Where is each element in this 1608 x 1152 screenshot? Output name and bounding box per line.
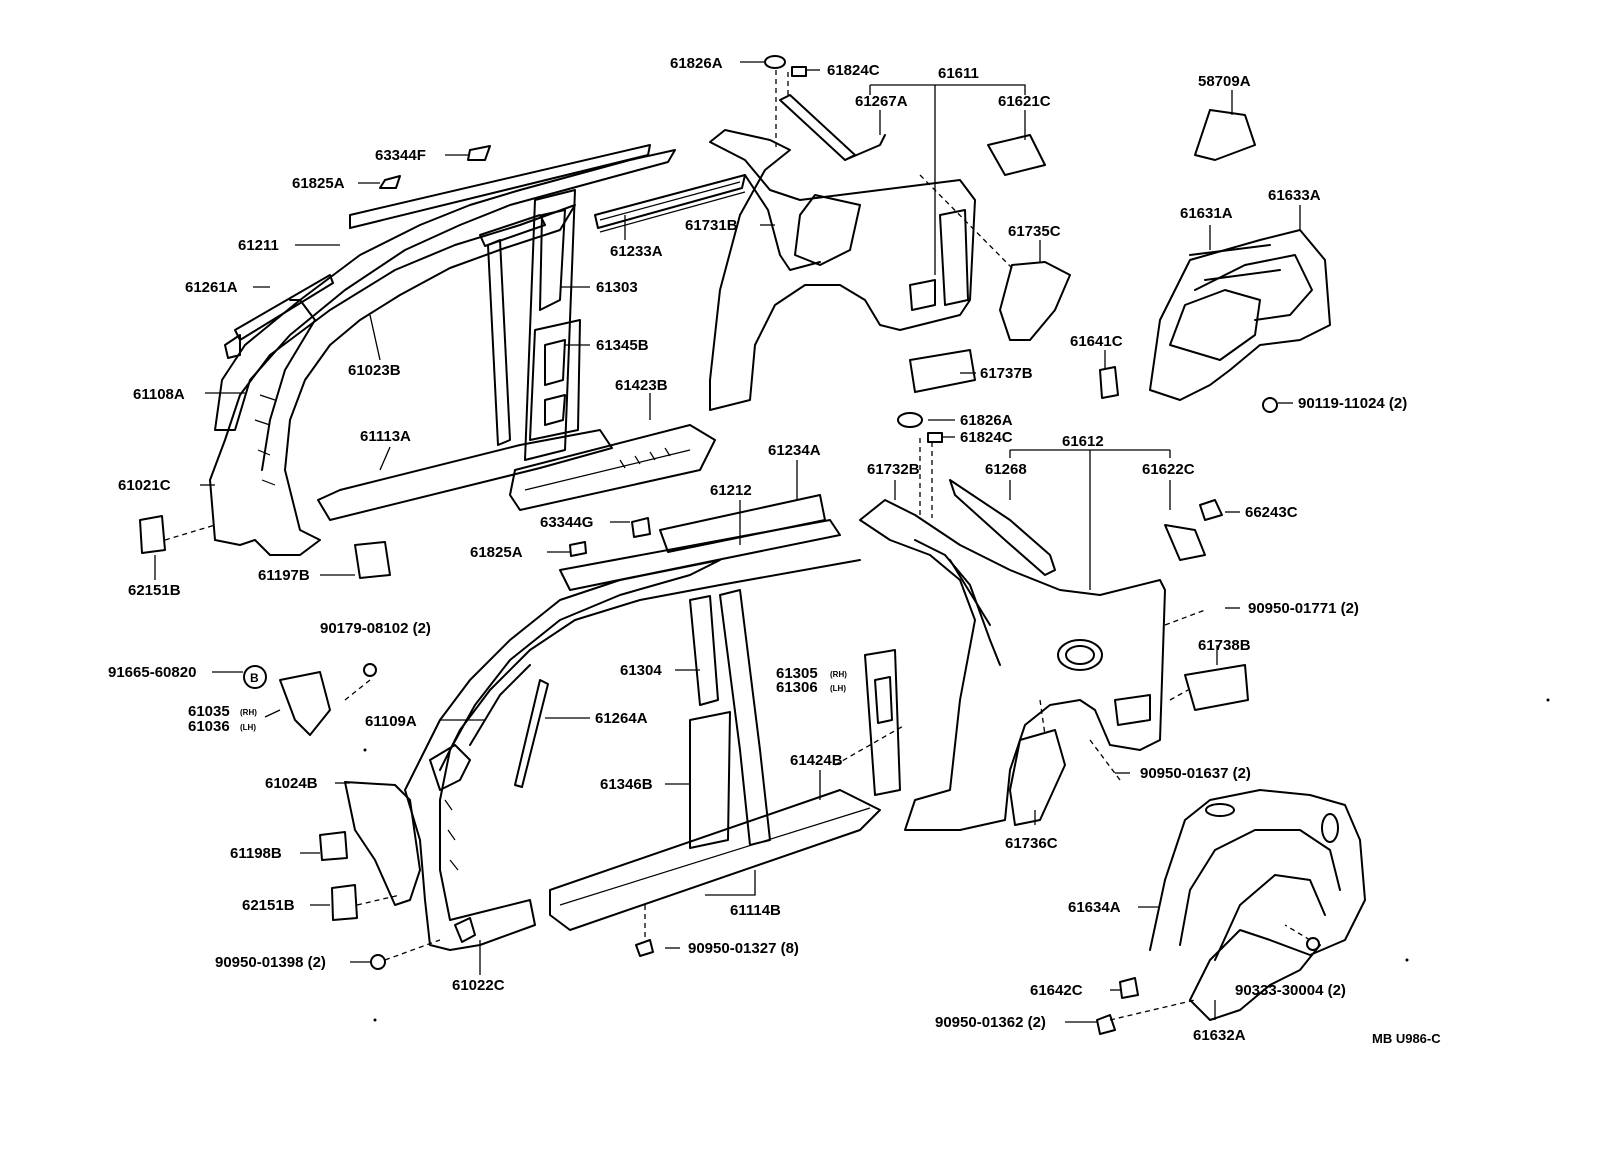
upper-quarter-panel: [709, 94, 976, 411]
label-61264A: 61264A: [595, 710, 648, 727]
label-90179-08102: 90179-08102 (2): [320, 620, 431, 637]
label-90950-01362: 90950-01362 (2): [935, 1014, 1046, 1031]
bolt-marker-b: B: [250, 671, 259, 685]
label-90950-01771: 90950-01771 (2): [1248, 600, 1359, 617]
label-61612: 61612: [1062, 433, 1104, 450]
label-lh-61036: (LH): [240, 723, 256, 732]
label-61345B: 61345B: [596, 337, 649, 354]
lower-quarter-panel: [859, 412, 1249, 831]
label-61825A-top: 61825A: [292, 175, 345, 192]
label-61113A: 61113A: [360, 428, 411, 445]
label-61632A: 61632A: [1193, 1027, 1246, 1044]
label-63344F: 63344F: [375, 147, 426, 164]
label-61826A-mid: 61826A: [960, 412, 1013, 429]
label-61234A: 61234A: [768, 442, 821, 459]
label-61197B: 61197B: [258, 567, 310, 584]
upper-left-side-panel: [209, 144, 746, 556]
label-90950-01637: 90950-01637 (2): [1140, 765, 1251, 782]
label-61826A-top: 61826A: [670, 55, 723, 72]
label-61268: 61268: [985, 461, 1027, 478]
wheel-house-lower: [1096, 789, 1366, 1035]
label-61825A-mid: 61825A: [470, 544, 523, 561]
label-61304: 61304: [620, 662, 662, 679]
label-61267A: 61267A: [855, 93, 908, 110]
label-61023B: 61023B: [348, 362, 401, 379]
label-61114B: 61114B: [730, 902, 781, 919]
label-61633A: 61633A: [1268, 187, 1321, 204]
label-61212: 61212: [710, 482, 752, 499]
label-62151B-bot: 62151B: [242, 897, 295, 914]
label-61233A: 61233A: [610, 243, 663, 260]
label-61424B: 61424B: [790, 752, 843, 769]
label-91665-60820: 91665-60820: [108, 664, 196, 681]
label-lh-61306: (LH): [830, 684, 846, 693]
leader-lines: [154, 61, 1311, 1023]
label-90333-30004: 90333-30004 (2): [1235, 982, 1346, 999]
label-61024B: 61024B: [265, 775, 318, 792]
lower-left-pillar: [344, 494, 901, 951]
label-61198B: 61198B: [230, 845, 282, 862]
small-parts-left: [139, 515, 654, 970]
label-61738B: 61738B: [1198, 637, 1251, 654]
label-61346B: 61346B: [600, 776, 653, 793]
label-61305: 61305: [776, 665, 818, 682]
label-61261A: 61261A: [185, 279, 238, 296]
label-61631A: 61631A: [1180, 205, 1233, 222]
label-90950-01327: 90950-01327 (8): [688, 940, 799, 957]
label-61622C: 61622C: [1142, 461, 1195, 478]
label-rh-61035: (RH): [240, 708, 257, 717]
label-61035: 61035: [188, 703, 230, 720]
wheel-house-upper: [1149, 229, 1331, 413]
label-62151B-top: 62151B: [128, 582, 181, 599]
label-61611: 61611: [938, 65, 979, 82]
label-61642C: 61642C: [1030, 982, 1083, 999]
label-61731B: 61731B: [685, 217, 738, 234]
label-61737B: 61737B: [980, 365, 1033, 382]
label-61036: 61036: [188, 718, 230, 735]
label-66243C: 66243C: [1245, 504, 1298, 521]
label-61634A: 61634A: [1068, 899, 1121, 916]
label-61732B: 61732B: [867, 461, 920, 478]
label-61022C: 61022C: [452, 977, 505, 994]
label-61735C: 61735C: [1008, 223, 1061, 240]
label-90950-01398: 90950-01398 (2): [215, 954, 326, 971]
part-labels: 61826A 61824C 61611 61267A 61621C 58709A…: [108, 55, 1441, 1046]
label-61824C-top: 61824C: [827, 62, 880, 79]
label-61021C: 61021C: [118, 477, 171, 494]
label-61621C: 61621C: [998, 93, 1051, 110]
diagram-code: MB U986-C: [1372, 1031, 1441, 1046]
label-61736C: 61736C: [1005, 835, 1058, 852]
label-61641C: 61641C: [1070, 333, 1123, 350]
label-rh-61305: (RH): [830, 670, 847, 679]
label-61306: 61306: [776, 679, 818, 696]
label-61423B: 61423B: [615, 377, 668, 394]
small-parts-top: [379, 55, 1256, 399]
label-61108A: 61108A: [133, 386, 185, 403]
label-61211: 61211: [238, 237, 279, 254]
label-61824C-mid: 61824C: [960, 429, 1013, 446]
label-61109A: 61109A: [365, 713, 417, 730]
scan-specks: [363, 698, 1550, 1022]
label-58709A: 58709A: [1198, 73, 1251, 90]
label-61303: 61303: [596, 279, 638, 296]
label-63344G: 63344G: [540, 514, 593, 531]
label-90119-11024: 90119-11024 (2): [1298, 395, 1407, 412]
